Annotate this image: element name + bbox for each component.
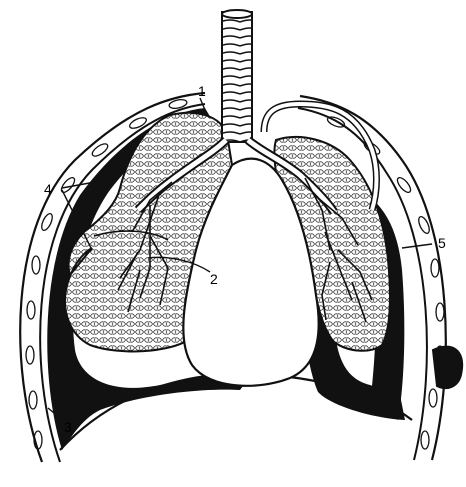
label-3: 3	[64, 419, 72, 435]
label-1: 1	[198, 83, 206, 99]
label-5: 5	[438, 235, 446, 251]
label-2: 2	[210, 271, 218, 287]
label-4: 4	[44, 181, 52, 197]
